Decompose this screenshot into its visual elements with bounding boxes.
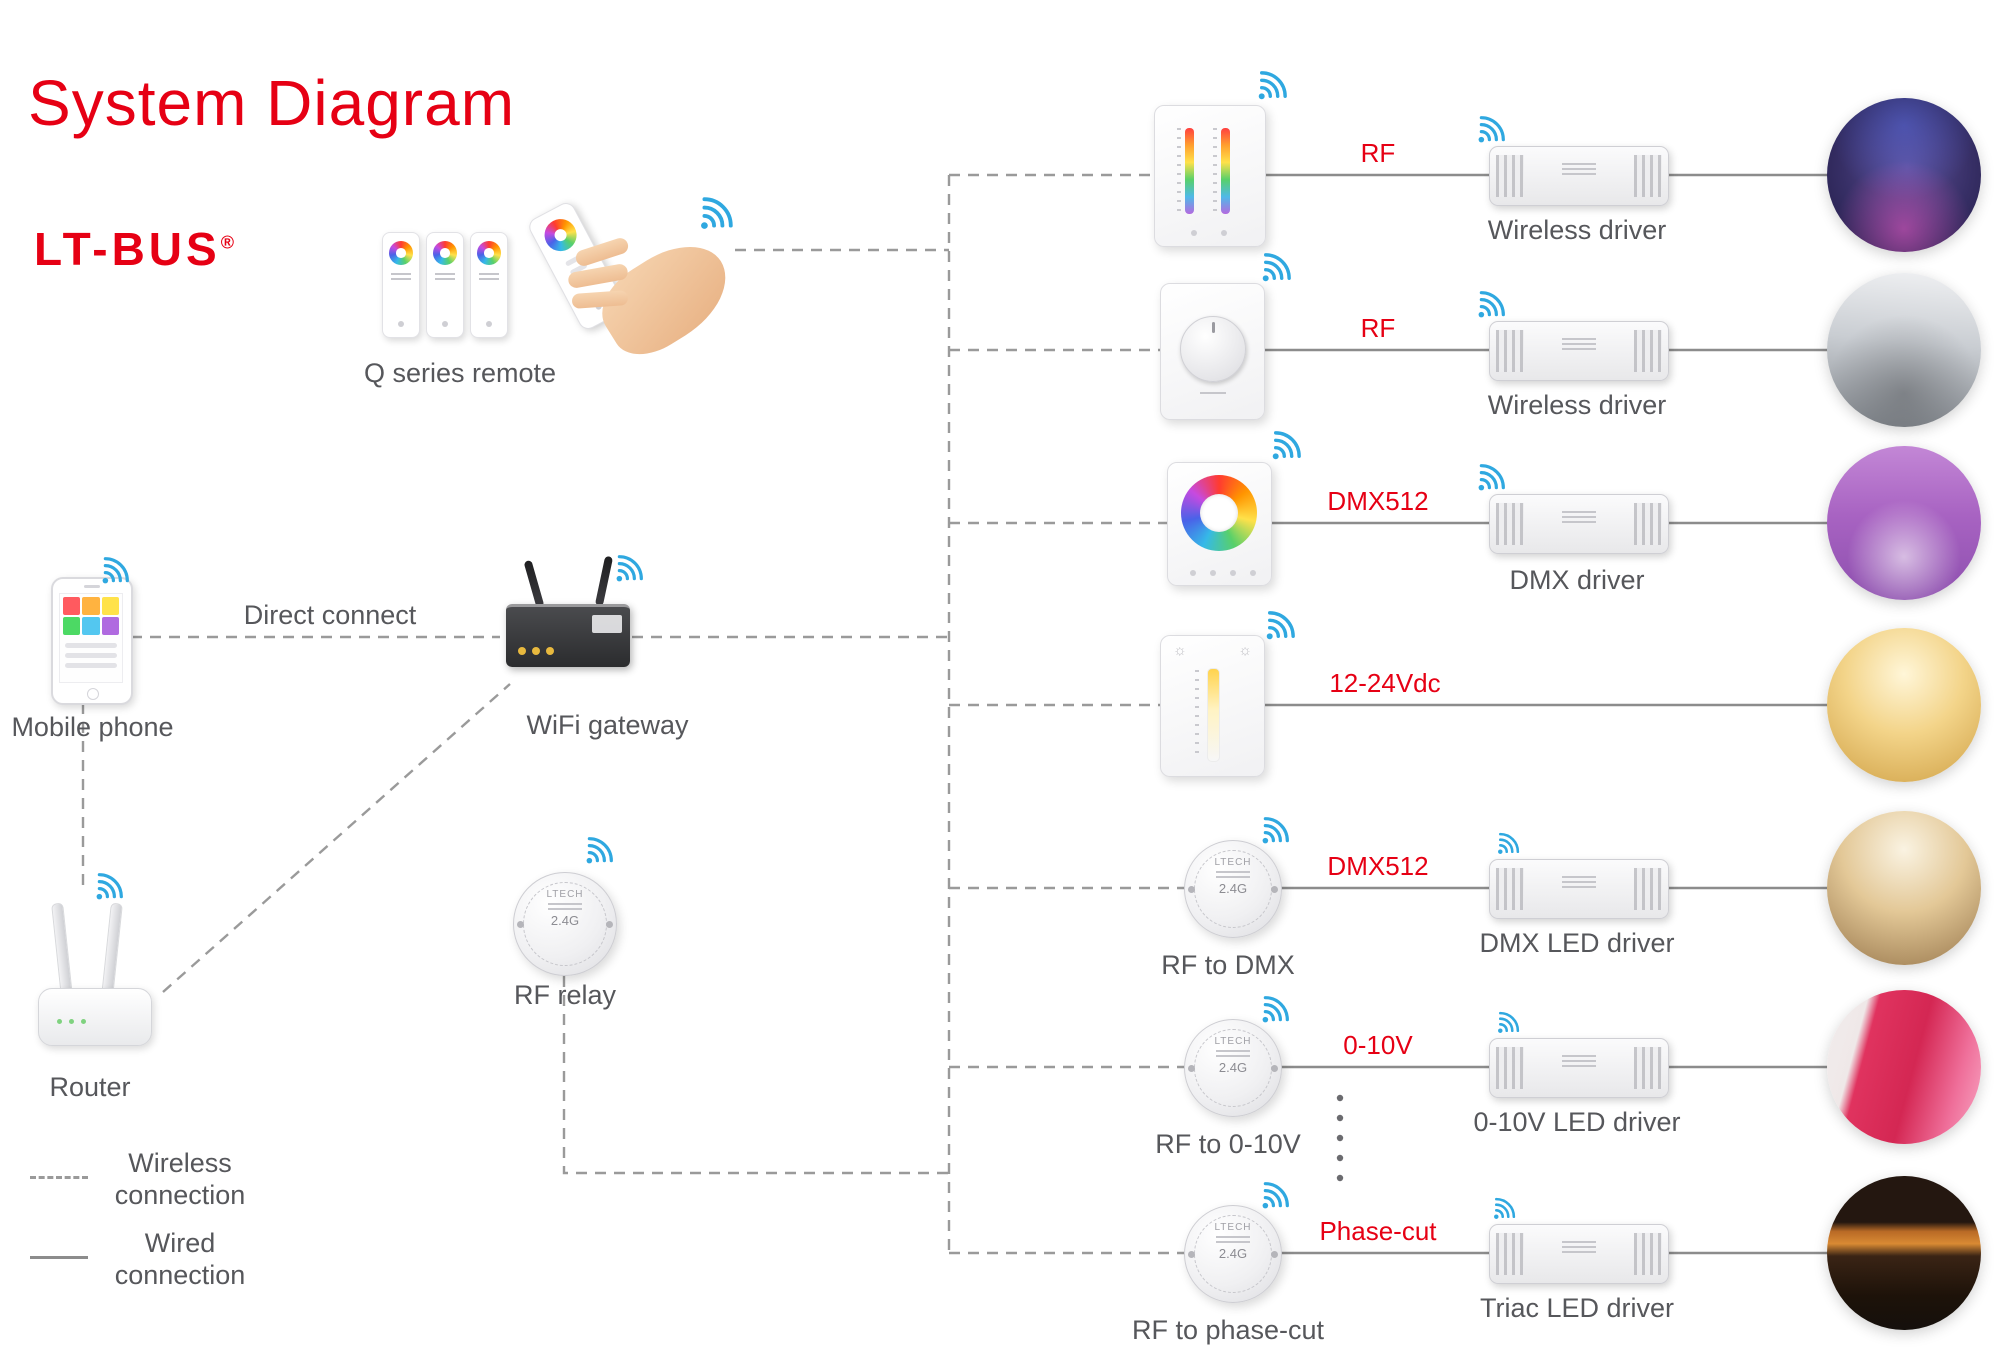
wifi-gateway: [506, 604, 630, 667]
protocol-label-6: 0-10V: [1343, 1030, 1413, 1060]
wired-connection-lines: [1262, 173, 1832, 1255]
protocol-label-4: 12-24Vdc: [1329, 668, 1441, 698]
scene-image-hotel-lobby: [1827, 628, 1981, 782]
wifi-icon-rf-relay: [584, 836, 614, 866]
wifi-icon-converter-phase-cut: [1260, 1181, 1290, 1211]
scene-image-bedroom: [1827, 446, 1981, 600]
rotary-knob-panel: [1160, 283, 1265, 420]
wifi-icon-driver-1: [1476, 115, 1506, 145]
wifi-icon-router: [94, 872, 124, 902]
0-10v-led-driver: [1489, 1038, 1669, 1098]
brightness-icon: ☼: [1173, 642, 1187, 659]
protocol-label-5: DMX512: [1327, 851, 1429, 881]
dmx-led-driver: [1489, 859, 1669, 919]
legend-wired-line: [30, 1256, 88, 1259]
scene-image-living-room: [1827, 273, 1981, 427]
wifi-icon-driver-3: [1476, 463, 1506, 493]
driver-label-7: Triac LED driver: [1479, 1293, 1675, 1323]
phone-speaker: [84, 585, 100, 588]
q-series-remote-label: Q series remote: [363, 358, 557, 388]
rf-to-0-10v-converter: LTECH 2.4G: [1184, 1019, 1282, 1117]
driver-label-3: DMX driver: [1509, 565, 1645, 595]
rf-relay-label: RF relay: [513, 980, 616, 1010]
color-wheel: [1181, 475, 1257, 551]
driver-label-2: Wireless driver: [1487, 390, 1667, 420]
legend-wireless-line: [30, 1176, 88, 1179]
wifi-icon-gateway: [614, 554, 644, 584]
wifi-icon-driver-2: [1476, 290, 1506, 320]
wifi-icon-remote: [698, 196, 734, 232]
wifi-gateway-label: WiFi gateway: [526, 710, 689, 740]
wifi-icon-panel-4: [1264, 610, 1296, 642]
protocol-label-3: DMX512: [1327, 486, 1429, 516]
wifi-icon-panel-3: [1270, 430, 1302, 462]
phone-home-button: [87, 688, 99, 700]
rf-to-phase-cut-converter: LTECH 2.4G: [1184, 1205, 1282, 1303]
wifi-icon-driver-6: [1496, 1011, 1520, 1035]
rf-to-phase-cut-label: RF to phase-cut: [1131, 1315, 1325, 1345]
color-wheel-panel: [1167, 462, 1272, 586]
wifi-icon-converter-0-10v: [1260, 995, 1290, 1025]
mobile-phone: [51, 577, 133, 705]
protocol-label-7: Phase-cut: [1319, 1216, 1437, 1246]
rf-to-dmx-converter: LTECH 2.4G: [1184, 840, 1282, 938]
mobile-phone-label: Mobile phone: [11, 712, 174, 742]
touch-dimmer-panel: [1154, 105, 1266, 247]
wireless-driver-2: [1489, 321, 1669, 381]
wifi-icon-converter-dmx: [1260, 816, 1290, 846]
protocol-label-1: RF: [1360, 138, 1396, 168]
direct-connect-label: Direct connect: [243, 600, 417, 630]
color-app-tiles: [60, 594, 122, 638]
driver-label-6: 0-10V LED driver: [1473, 1107, 1681, 1137]
relay-brand-text: LTECH: [546, 889, 584, 900]
color-wheel-icon: [477, 241, 501, 265]
color-wheel-icon: [389, 241, 413, 265]
driver-label-5: DMX LED driver: [1479, 928, 1675, 958]
triac-led-driver: [1489, 1224, 1669, 1284]
registered-mark: ®: [220, 232, 234, 253]
router: [38, 988, 152, 1046]
wifi-icon-mobile-phone: [100, 556, 130, 586]
scene-image-bar: [1827, 1176, 1981, 1330]
dmx-driver: [1489, 494, 1669, 554]
rf-to-0-10v-label: RF to 0-10V: [1155, 1129, 1301, 1159]
wifi-icon-panel-2: [1260, 252, 1292, 284]
q-series-remote: [470, 232, 508, 338]
q-series-remote: [426, 232, 464, 338]
driver-label-1: Wireless driver: [1487, 215, 1667, 245]
rotary-knob: [1180, 316, 1246, 382]
rf-relay: LTECH 2.4G: [513, 872, 617, 976]
color-wheel-icon: [433, 241, 457, 265]
gateway-sticker: [592, 615, 622, 633]
slide-dimmer-panel: ☼ ☼: [1160, 635, 1265, 777]
wifi-icon-driver-7: [1492, 1197, 1516, 1221]
wifi-icon-panel-1: [1256, 70, 1288, 102]
rf-to-dmx-label: RF to DMX: [1161, 950, 1295, 980]
page-title: System Diagram: [28, 67, 515, 139]
brightness-icon: ☼: [1238, 642, 1252, 659]
router-label: Router: [49, 1072, 131, 1102]
color-wheel-icon: [538, 213, 583, 257]
gateway-connector: [546, 647, 554, 655]
gateway-connector: [532, 647, 540, 655]
scene-image-red-panels: [1827, 990, 1981, 1144]
protocol-label-2: RF: [1360, 313, 1396, 343]
wifi-icon-driver-5: [1496, 832, 1520, 856]
phone-screen: [59, 593, 123, 683]
scene-image-home-theater: [1827, 98, 1981, 252]
scene-image-warm-living-room: [1827, 811, 1981, 965]
wireless-driver-1: [1489, 146, 1669, 206]
more-channels-ellipsis: [1336, 1094, 1344, 1182]
relay-band-text: 2.4G: [550, 913, 580, 928]
lt-bus-logo: LT-BUS®: [34, 223, 234, 275]
gateway-connector: [518, 647, 526, 655]
wireless-connection-lines: [81, 173, 1184, 1255]
dimmer-slider: [1207, 668, 1220, 762]
q-series-remote: [382, 232, 420, 338]
